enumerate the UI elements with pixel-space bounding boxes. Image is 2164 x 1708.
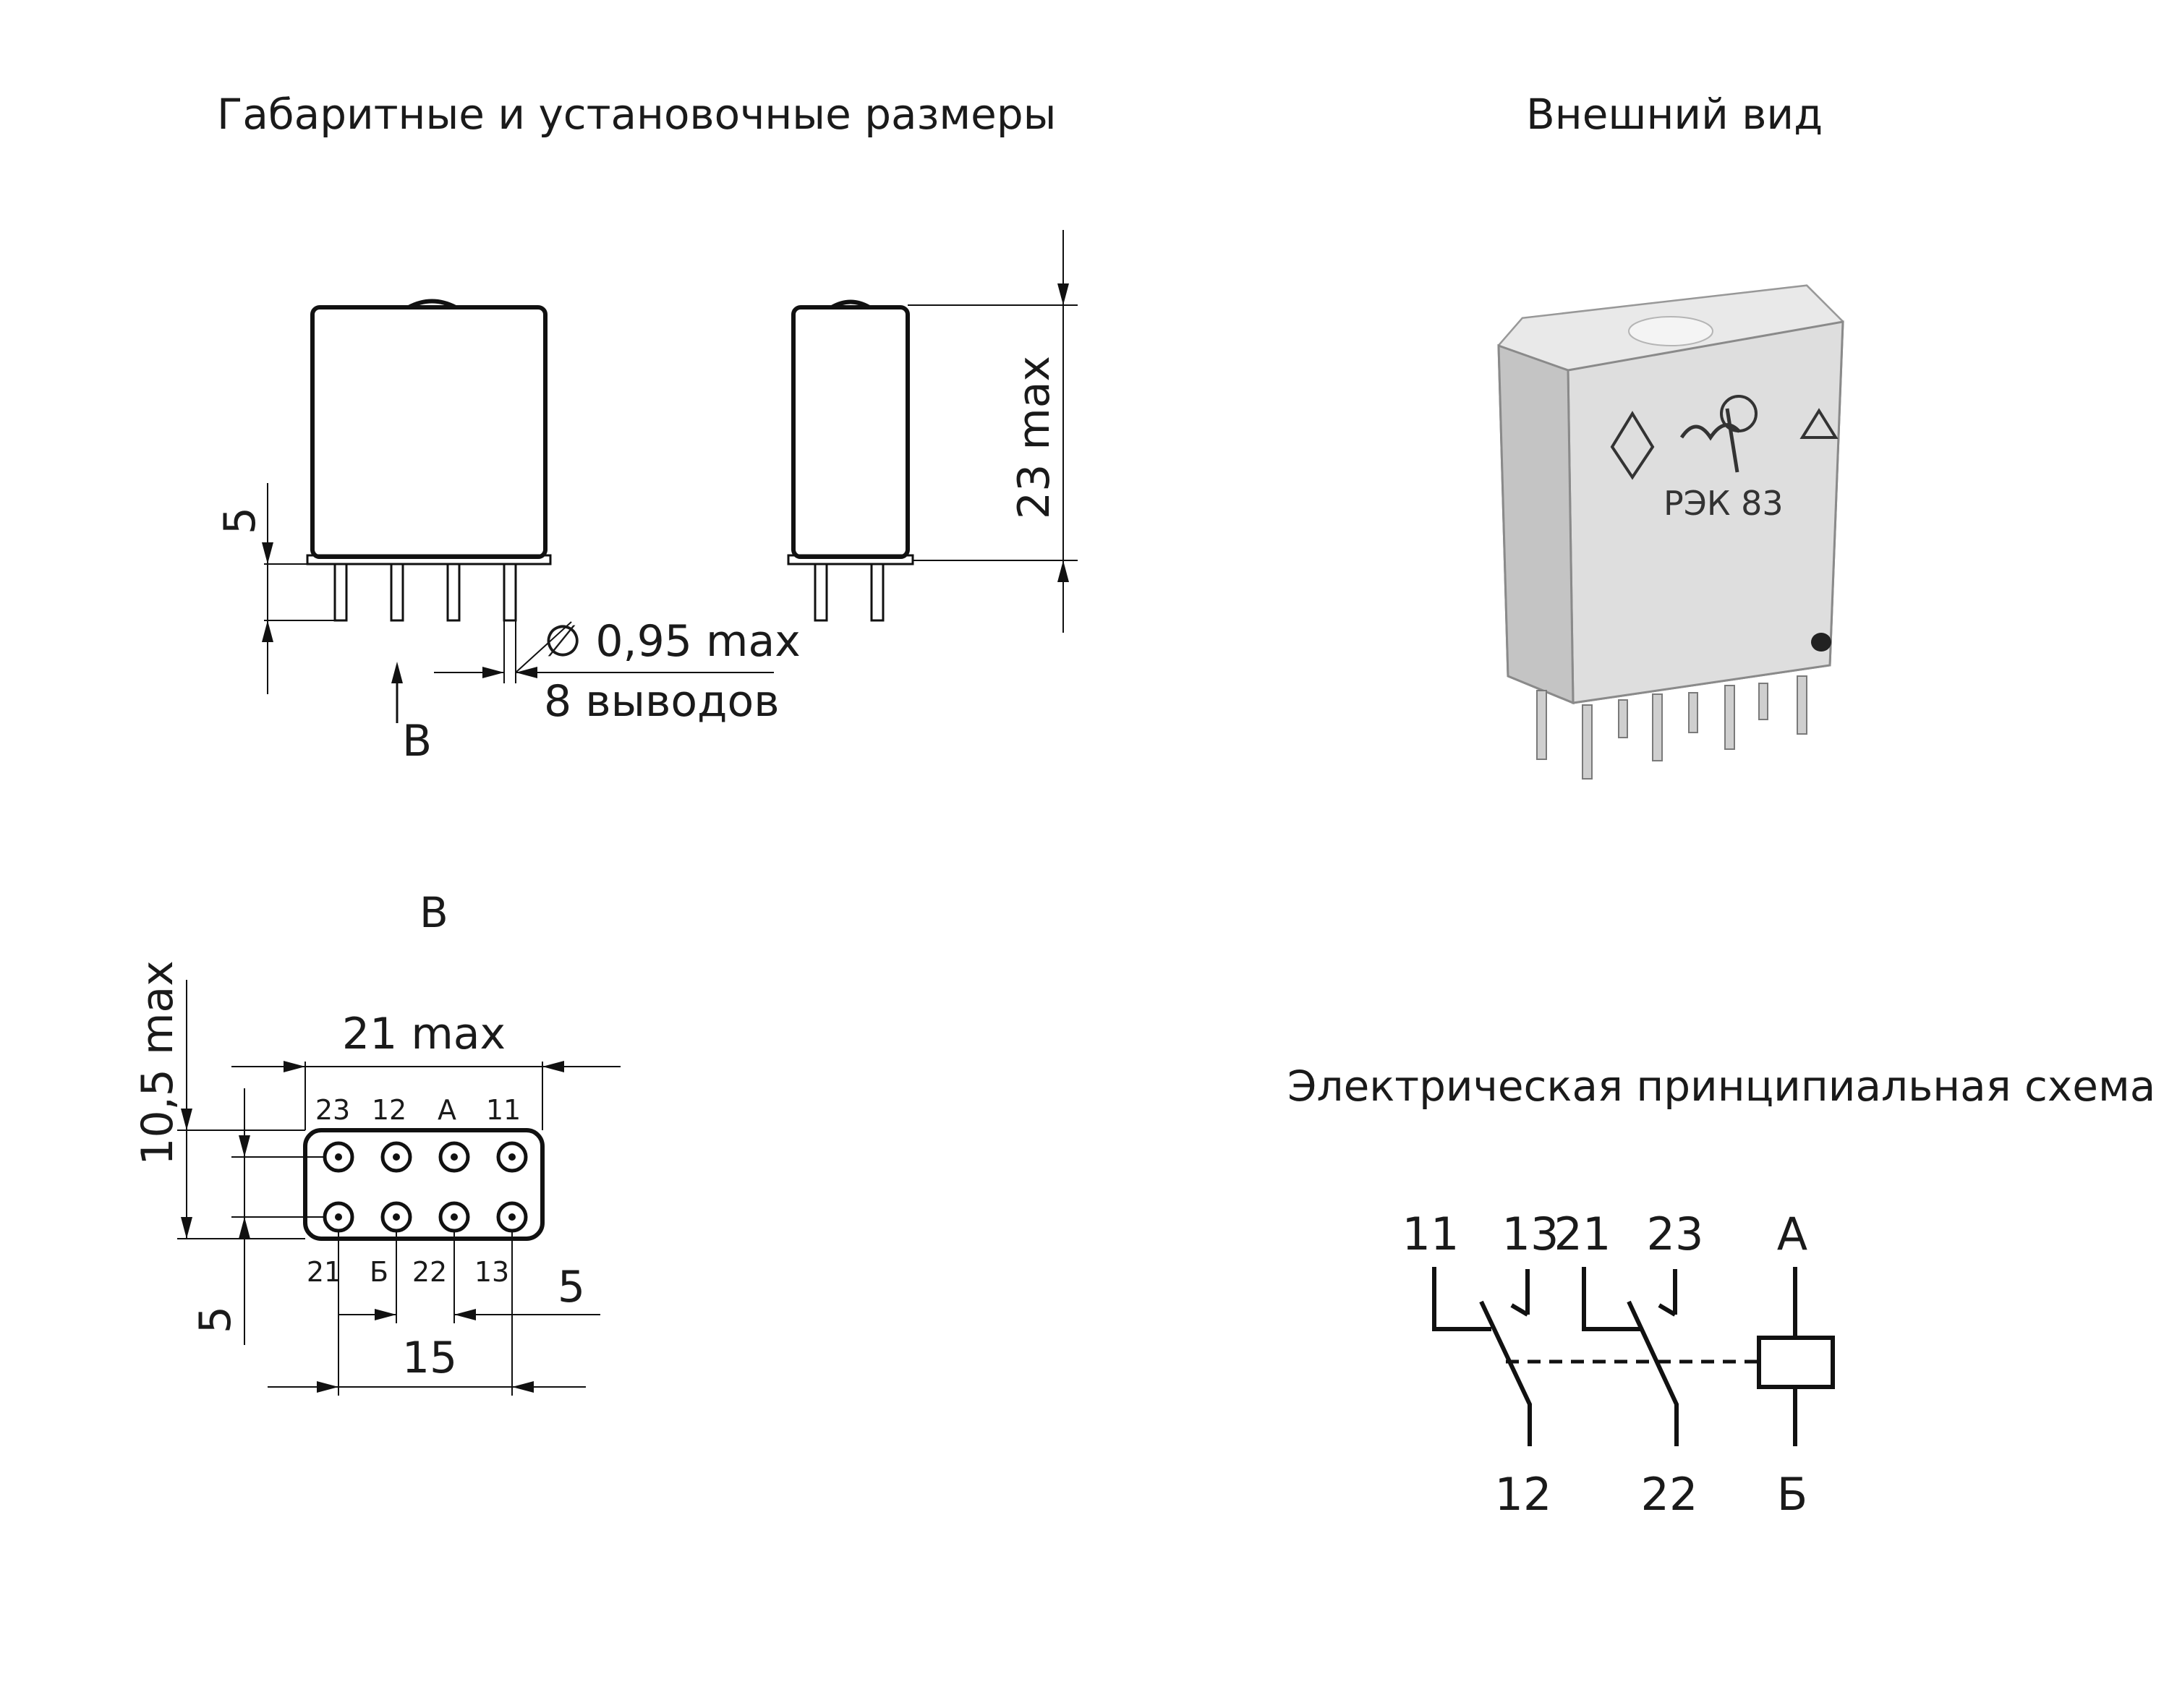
schematic-label-23: 23 <box>1647 1208 1704 1260</box>
depth-dimension: 10,5 max <box>132 960 305 1239</box>
pin-count-value: 8 выводов <box>544 676 780 727</box>
pin-diameter-callout: ∅ 0,95 max 8 выводов <box>434 616 801 727</box>
side-view-drawing <box>787 299 914 622</box>
relay-schematic: 11 13 21 23 А 12 22 Б <box>1402 1208 1835 1521</box>
pin-span-dimensions: 5 15 <box>268 1231 600 1396</box>
device-photo: РЭК 83 <box>1497 284 1845 780</box>
pin-label-23: 23 <box>315 1094 350 1126</box>
heading-schematic: Электрическая принципиальная схема <box>1287 1062 2155 1111</box>
pin-span-value: 15 <box>402 1333 457 1383</box>
heading-view-b: В <box>419 888 448 937</box>
pin-label-22: 22 <box>412 1256 447 1288</box>
width-dimension: 21 max <box>231 1009 621 1130</box>
heading-dimensions: Габаритные и установочные размеры <box>217 90 1056 139</box>
pin-label-a: А <box>438 1094 456 1126</box>
footprint-drawing: 23 12 А 11 21 Б 22 13 <box>303 1094 545 1288</box>
schematic-label-12: 12 <box>1495 1468 1552 1521</box>
pin-length-value: 5 <box>215 507 265 534</box>
view-b-arrow: В <box>391 662 432 767</box>
schematic-label-22: 22 <box>1641 1468 1698 1521</box>
schematic-label-a: А <box>1777 1208 1807 1260</box>
schematic-label-13: 13 <box>1502 1208 1559 1260</box>
height-dimension: 23 max <box>908 230 1078 633</box>
view-b-arrow-label: В <box>402 716 432 767</box>
pin-pitch-value: 5 <box>558 1262 585 1312</box>
schematic-label-21: 21 <box>1554 1208 1611 1260</box>
front-view-drawing <box>306 299 552 622</box>
pin-length-dimension: 5 <box>215 483 335 694</box>
pin-label-13: 13 <box>474 1256 509 1288</box>
row-pitch-value: 5 <box>190 1306 241 1333</box>
heading-appearance: Внешний вид <box>1526 90 1823 139</box>
schematic-label-11: 11 <box>1402 1208 1460 1260</box>
relay-coil <box>1757 1336 1835 1389</box>
pin-label-12: 12 <box>372 1094 406 1126</box>
row-pitch-dimension: 5 <box>190 1088 325 1345</box>
depth-value: 10,5 max <box>132 960 183 1165</box>
width-value: 21 max <box>342 1009 506 1059</box>
device-marking: РЭК 83 <box>1664 484 1784 523</box>
pin-label-21: 21 <box>307 1256 341 1288</box>
pin-label-b: Б <box>370 1256 388 1288</box>
height-value: 23 max <box>1009 356 1060 519</box>
pin-label-11: 11 <box>486 1094 521 1126</box>
schematic-label-b: Б <box>1777 1468 1808 1521</box>
pin-diameter-value: ∅ 0,95 max <box>544 616 801 667</box>
